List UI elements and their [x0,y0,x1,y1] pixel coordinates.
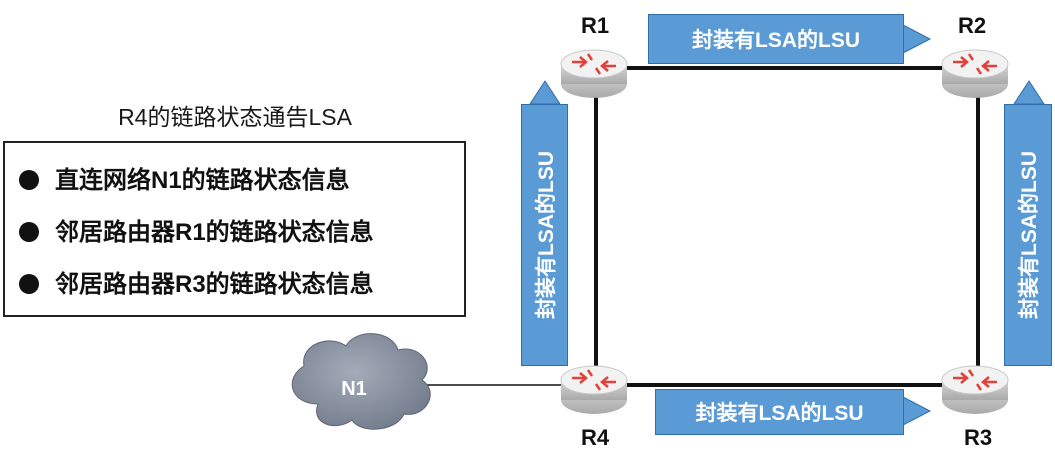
lsu-banner-right: 封装有LSA的LSU [1004,104,1052,366]
lsa-item-text: 邻居路由器R3的链路状态信息 [55,271,374,298]
cloud-n1 [291,333,431,430]
lsa-item-text: 直连网络N1的链路状态信息 [55,167,350,194]
router-r3 [941,365,1009,414]
arrow-up-right-icon [1013,80,1045,105]
router-label-r4: R4 [580,425,610,450]
lsa-item: 邻居路由器R1的链路状态信息 [19,213,374,253]
router-label-r3: R3 [963,425,993,450]
lsa-item: 直连网络N1的链路状态信息 [19,161,350,201]
lsu-banner-bottom-label: 封装有LSA的LSU [695,402,864,425]
bullet-icon [19,221,39,242]
router-label-r1: R1 [580,13,610,38]
arrow-up-left-icon [529,80,561,105]
router-r4 [560,365,628,414]
lsu-banner-top: 封装有LSA的LSU [648,14,904,64]
router-r1 [560,49,628,98]
lsu-banner-right-label: 封装有LSA的LSU [1018,151,1041,319]
bullet-icon [19,169,39,190]
lsu-banner-left: 封装有LSA的LSU [521,104,568,366]
lsu-banner-left-label: 封装有LSA的LSU [534,151,558,319]
router-label-r2: R2 [957,13,987,38]
bullet-icon [19,273,39,294]
lsu-banner-top-label: 封装有LSA的LSU [692,29,860,52]
lsa-item: 邻居路由器R3的链路状态信息 [19,265,374,305]
network-label-n1: N1 [341,378,367,400]
arrow-right-bottom-icon [902,396,932,426]
lsa-item-text: 邻居路由器R1的链路状态信息 [55,219,374,246]
router-r2 [941,49,1009,98]
lsa-title: R4的链路状态通告LSA [118,104,352,130]
lsu-banner-bottom: 封装有LSA的LSU [655,389,904,435]
lsa-box: 直连网络N1的链路状态信息 邻居路由器R1的链路状态信息 邻居路由器R3的链路状… [3,141,466,317]
arrow-right-top-icon [902,24,932,54]
